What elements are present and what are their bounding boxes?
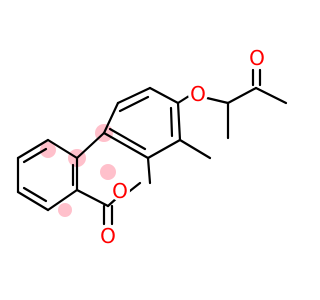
- bond: [102, 131, 150, 160]
- bond: [75, 131, 106, 160]
- bond: [176, 94, 191, 105]
- bond: [146, 156, 152, 185]
- ether-oxygen-label: O: [190, 82, 206, 106]
- bonds: [16, 68, 288, 226]
- aromatic-highlight: [40, 142, 56, 158]
- bond: [22, 186, 48, 203]
- ether-oxygen-atom: O: [188, 82, 208, 106]
- ring-oxygen-label: O: [112, 179, 128, 203]
- bond: [254, 86, 288, 105]
- molecule-structure: O O O O: [16, 46, 288, 248]
- bond: [176, 101, 182, 142]
- bond: [108, 127, 147, 151]
- bond: [75, 188, 110, 208]
- bond: [178, 138, 212, 160]
- bond: [22, 147, 48, 164]
- bond: [116, 86, 152, 105]
- bond: [102, 101, 120, 135]
- bond: [169, 106, 174, 138]
- ketone-oxygen-atom: O: [247, 46, 267, 70]
- ketone-oxygen-label: O: [249, 46, 265, 70]
- aromatic-highlight: [100, 164, 116, 180]
- lactone-carbonyl-oxygen-atom: O: [98, 224, 118, 248]
- bond: [16, 138, 50, 160]
- bond: [46, 138, 79, 160]
- bond: [118, 95, 150, 113]
- bond: [148, 86, 180, 105]
- bond: [146, 138, 182, 160]
- bond: [16, 190, 50, 212]
- oxygen-labels: O O O O: [98, 46, 267, 248]
- bond: [226, 86, 258, 105]
- aromatic-highlight: [58, 203, 72, 217]
- bond: [46, 188, 79, 212]
- lactone-carbonyl-oxygen-label: O: [100, 224, 116, 248]
- bond: [205, 96, 230, 105]
- ring-oxygen-atom: O: [110, 179, 130, 203]
